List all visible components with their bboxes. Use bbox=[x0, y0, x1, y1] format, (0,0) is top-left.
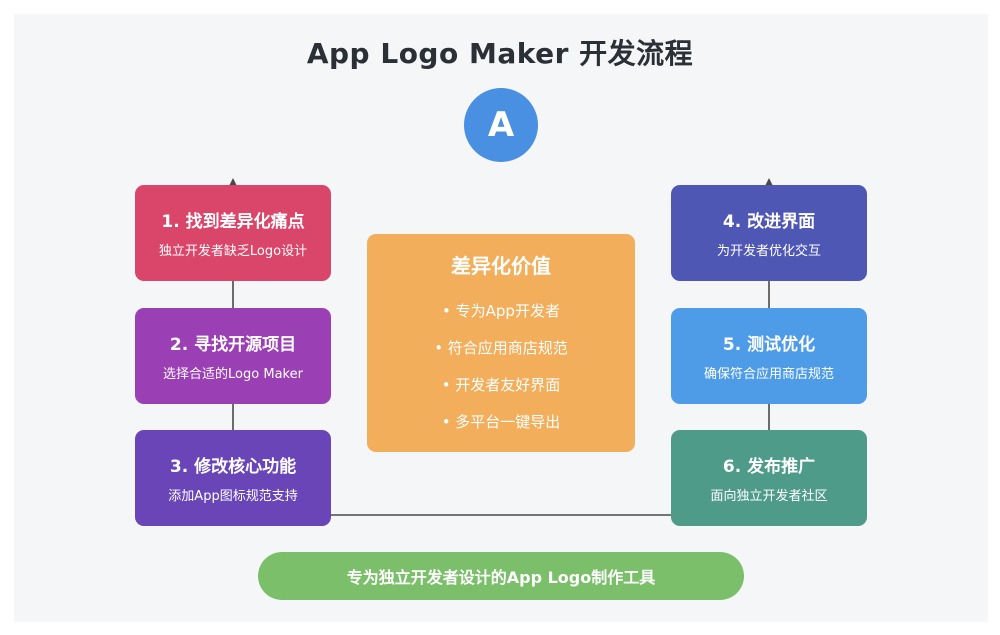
footer-banner: 专为独立开发者设计的App Logo制作工具 bbox=[258, 552, 744, 600]
step-2-box: 2. 寻找开源项目 选择合适的Logo Maker bbox=[135, 308, 331, 404]
value-box: 差异化价值 • 专为App开发者 • 符合应用商店规范 • 开发者友好界面 • … bbox=[367, 234, 635, 452]
step-3-desc: 添加App图标规范支持 bbox=[168, 489, 298, 504]
value-item: • 符合应用商店规范 bbox=[434, 339, 568, 357]
step-1-desc: 独立开发者缺乏Logo设计 bbox=[158, 244, 308, 259]
value-item: • 专为App开发者 bbox=[442, 302, 560, 320]
page-title: App Logo Maker 开发流程 bbox=[306, 37, 694, 70]
step-1-box: 1. 找到差异化痛点 独立开发者缺乏Logo设计 bbox=[135, 185, 331, 281]
value-item: • 开发者友好界面 bbox=[441, 376, 561, 394]
value-item: • 多平台一键导出 bbox=[441, 413, 561, 431]
step-6-title: 6. 发布推广 bbox=[722, 457, 816, 477]
step-5-title: 5. 测试优化 bbox=[722, 335, 816, 355]
step-5-desc: 确保符合应用商店规范 bbox=[703, 367, 834, 382]
step-5-box: 5. 测试优化 确保符合应用商店规范 bbox=[671, 308, 867, 404]
step-3-box: 3. 修改核心功能 添加App图标规范支持 bbox=[135, 430, 331, 526]
app-logo-circle: A bbox=[464, 88, 538, 162]
step-4-box: 4. 改进界面 为开发者优化交互 bbox=[671, 185, 867, 281]
step-1-title: 1. 找到差异化痛点 bbox=[161, 212, 305, 232]
step-4-desc: 为开发者优化交互 bbox=[716, 244, 821, 259]
step-6-desc: 面向独立开发者社区 bbox=[710, 489, 828, 504]
step-2-desc: 选择合适的Logo Maker bbox=[163, 367, 303, 382]
step-6-box: 6. 发布推广 面向独立开发者社区 bbox=[671, 430, 867, 526]
step-2-title: 2. 寻找开源项目 bbox=[169, 335, 297, 355]
step-3-title: 3. 修改核心功能 bbox=[169, 457, 297, 477]
value-box-title: 差异化价值 bbox=[451, 254, 551, 278]
step-4-title: 4. 改进界面 bbox=[722, 212, 816, 232]
